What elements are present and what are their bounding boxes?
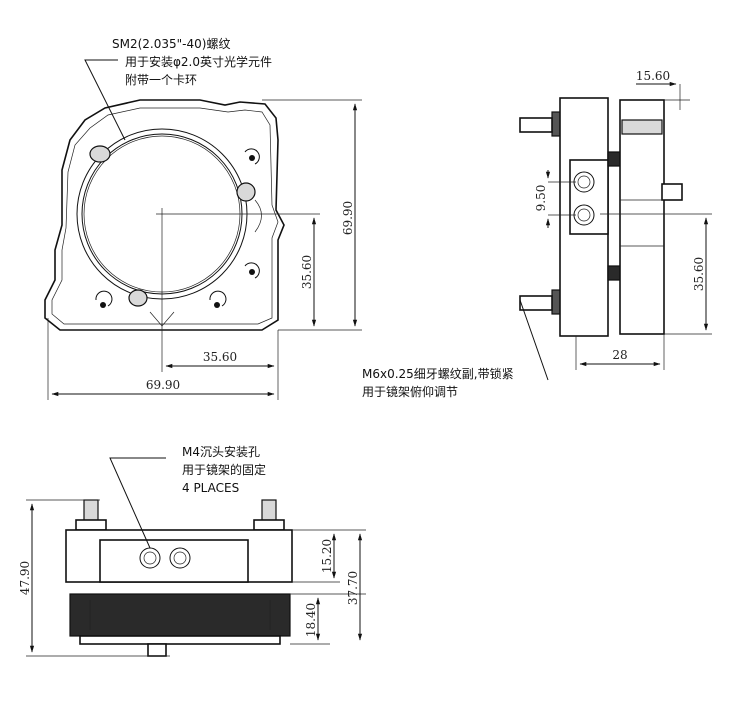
dim-bottom-upper: 15.20 <box>320 539 334 573</box>
bottom-dimensions: 47.90 15.20 37.70 18.40 <box>18 499 366 657</box>
adjuster-screw-icon <box>95 148 260 308</box>
ring-tab <box>128 289 148 307</box>
note-mount-line2: 用于镜架的固定 <box>182 462 266 477</box>
dim-side-depth: 28 <box>612 348 627 362</box>
front-view <box>44 99 285 331</box>
note-thread-line1: SM2(2.035"-40)螺纹 <box>112 37 230 51</box>
side-rear-plate <box>619 99 665 335</box>
dim-side-top: 15.60 <box>636 69 670 83</box>
dim-front-center-height: 35.60 <box>300 255 314 289</box>
side-view <box>519 97 683 337</box>
dim-front-height: 69.90 <box>341 201 355 235</box>
mount-note: M4沉头安装孔 用于镜架的固定 4 PLACES <box>109 444 266 549</box>
thread-note: SM2(2.035"-40)螺纹 用于安装φ2.0英寸光学元件 附带一个卡环 <box>84 37 272 141</box>
dim-side-knob-spacing: 9.50 <box>534 185 548 212</box>
ring-tab <box>236 182 256 202</box>
bottom-view <box>65 499 293 657</box>
front-dimensions: 69.90 35.60 35.60 69.90 <box>47 99 362 400</box>
note-mount-line3: 4 PLACES <box>182 481 239 495</box>
note-screw-line2: 用于镜架俯仰调节 <box>362 384 458 399</box>
dim-front-center-width: 35.60 <box>203 350 237 364</box>
screw-note: M6x0.25细牙螺纹副,带锁紧 用于镜架俯仰调节 <box>362 299 549 399</box>
ring-tab <box>89 145 111 163</box>
note-mount-line1: M4沉头安装孔 <box>182 444 260 459</box>
dim-bottom-lower: 37.70 <box>346 571 360 605</box>
note-screw-line1: M6x0.25细牙螺纹副,带锁紧 <box>362 366 514 381</box>
side-dimensions: 15.60 9.50 35.60 28 <box>534 69 712 370</box>
dim-side-center-height: 35.60 <box>692 257 706 291</box>
dim-bottom-base: 18.40 <box>304 603 318 637</box>
dim-front-width: 69.90 <box>146 378 180 392</box>
note-thread-line2: 用于安装φ2.0英寸光学元件 <box>125 54 272 69</box>
bottom-base-block <box>69 593 291 637</box>
dim-bottom-total-height: 47.90 <box>18 561 32 595</box>
note-thread-line3: 附带一个卡环 <box>125 73 197 87</box>
